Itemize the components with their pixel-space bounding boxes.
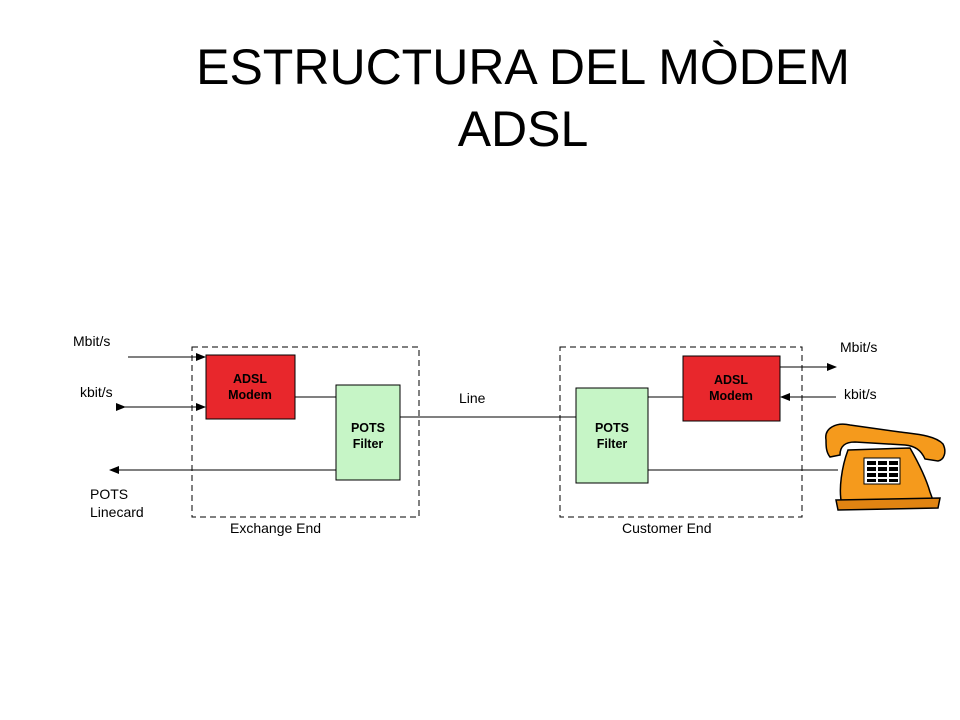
exchange-mbit-label: Mbit/s [73,333,110,349]
page-title: ESTRUCTURA DEL MÒDEM ADSL [0,36,960,160]
title-line-1: ESTRUCTURA DEL MÒDEM [196,39,850,95]
exchange-filter-label-2: Filter [353,437,384,451]
exchange-pots-label-1: POTS [90,486,128,502]
customer-pots-filter [575,387,649,484]
exchange-modem-label-2: Modem [228,388,272,402]
exchange-pots-filter [335,384,401,481]
customer-adsl-modem [682,355,781,422]
exchange-end-boundary [191,346,420,518]
customer-filter-label-1: POTS [595,421,629,435]
customer-end-caption: Customer End [622,520,711,536]
customer-mbit-label: Mbit/s [840,339,877,355]
exchange-adsl-modem [205,354,296,420]
customer-filter-label-2: Filter [597,437,628,451]
exchange-end-caption: Exchange End [230,520,321,536]
exchange-kbit-label: kbit/s [80,384,113,400]
customer-kbit-label: kbit/s [844,386,877,402]
line-label: Line [459,390,486,406]
customer-end-boundary [559,346,803,518]
exchange-filter-label-1: POTS [351,421,385,435]
title-line-2: ADSL [457,101,589,157]
customer-modem-label-2: Modem [709,389,753,403]
customer-modem-label-1: ADSL [714,373,748,387]
telephone-icon [825,423,946,511]
exchange-modem-label-1: ADSL [233,372,267,386]
exchange-pots-label-2: Linecard [90,504,144,520]
